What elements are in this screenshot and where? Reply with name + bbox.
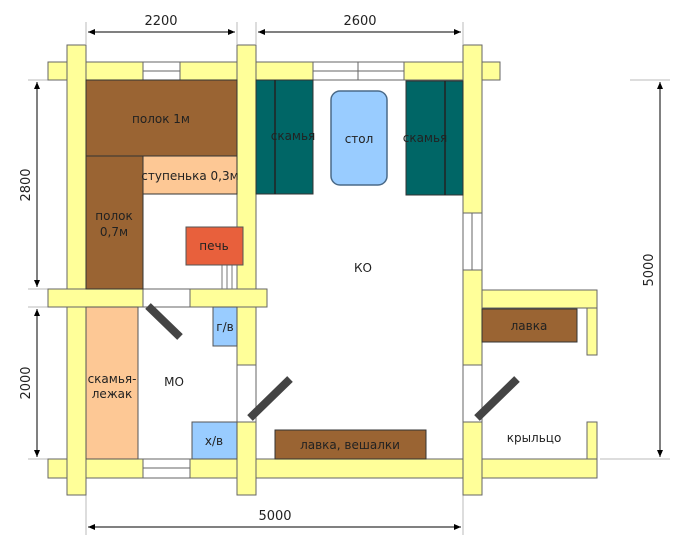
dim-left-top: 2800 — [19, 168, 34, 201]
bench-bed-label-1: скамья- — [88, 372, 137, 386]
shelf-07m-label-1: полок — [95, 209, 132, 223]
dim-top-right: 2600 — [343, 14, 376, 29]
bench-hangers — [274, 429, 427, 460]
dim-left-bottom: 2000 — [19, 366, 34, 399]
room-label-relax: КО — [354, 261, 372, 275]
table-label: стол — [345, 132, 374, 146]
windows — [142, 61, 483, 479]
cold-water-label: х/в — [205, 434, 223, 448]
room-label-porch: крыльцо — [507, 431, 562, 445]
extension-lines — [28, 22, 670, 535]
cold-water-tank — [191, 421, 238, 460]
bench-bed-label-2: лежак — [92, 387, 132, 401]
dim-top-left: 2200 — [144, 14, 177, 29]
step-label: ступенька 0,3м — [141, 169, 238, 183]
room-label-wash: МО — [164, 375, 184, 389]
porch-bench-label: лавка — [511, 319, 548, 333]
bench-right — [405, 80, 464, 196]
stove — [185, 226, 244, 266]
shelf-07m — [85, 155, 144, 290]
hot-water-label: г/в — [216, 320, 233, 334]
door-wash — [247, 376, 293, 421]
door-steam — [145, 303, 183, 340]
doorway-entrance — [462, 364, 483, 423]
dim-right-total: 5000 — [642, 253, 657, 286]
dim-bottom-total: 5000 — [258, 509, 291, 524]
shelf-07m-label-2: 0,7м — [100, 225, 128, 239]
shelf-1m-label: полок 1м — [132, 112, 190, 126]
shelf-1m — [85, 79, 238, 157]
hot-water-tank — [212, 306, 238, 347]
bench-hangers-label: лавка, вешалки — [300, 438, 400, 452]
bench-left-label: скамья — [271, 129, 316, 143]
stove-label: печь — [199, 239, 228, 253]
bench-bed — [85, 306, 139, 460]
bench-right-label: скамья — [403, 131, 448, 145]
door-entrance — [474, 376, 520, 421]
doorway-steam — [142, 288, 191, 308]
bench-left — [255, 79, 314, 195]
porch-bench — [481, 308, 578, 343]
dimension-lines — [34, 29, 663, 530]
step — [142, 155, 238, 195]
table — [330, 90, 388, 186]
doorway-wash — [236, 364, 257, 423]
